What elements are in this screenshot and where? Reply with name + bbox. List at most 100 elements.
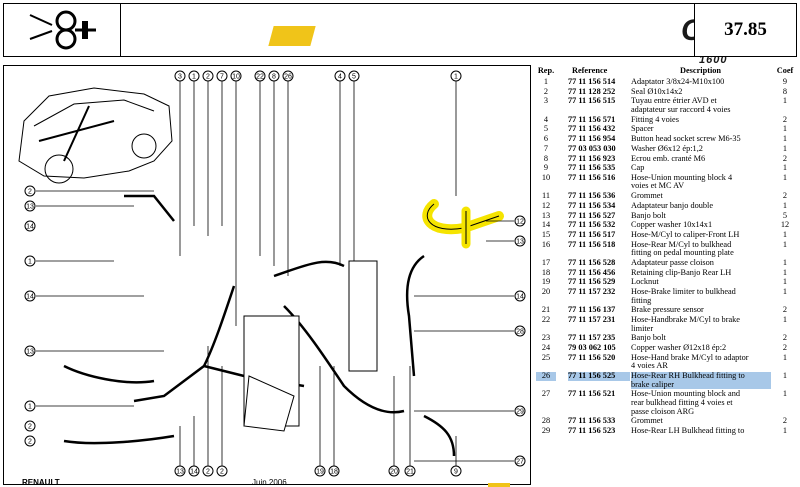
col-description: Description [680,66,722,75]
leader-lines [36,81,514,466]
row-coef: 1 [782,96,788,106]
row-description-line: Grommet [631,416,663,426]
row-description: Adaptateur banjo double [631,200,771,211]
row-rep: 8 [543,153,549,163]
callout-number: 2 [206,469,210,476]
row-coef: 5 [782,210,788,220]
row-rep: 4 [543,114,549,124]
row-coef: 1 [782,239,788,249]
row-description-line: Locknut [631,277,659,287]
row-rep: 21 [541,305,551,315]
callouts [24,70,526,477]
highlighted-hose-26 [422,199,504,249]
row-rep: 24 [541,343,551,353]
row-coef: 1 [782,426,788,435]
callout-number: 1 [28,404,32,411]
row-reference: 77 11 156 533 [568,416,616,426]
row-description-line: fitting [631,295,652,305]
row-rep: 23 [541,333,551,343]
row-rep: 25 [541,352,551,362]
row-rep: 11 [542,191,550,201]
row-reference: 77 11 156 523 [568,426,616,435]
row-reference: 77 03 053 030 [568,143,616,153]
callout-number: 2 [28,424,32,431]
row-coef: 2 [782,153,788,163]
row-description-line: Hose-Brake limiter to bulkhead [631,287,736,297]
row-description-line: Brake pressure sensor [631,305,704,315]
table-row: 8 77 11 156 923 Ecrou emb. cranté M6 2 [534,153,800,164]
row-coef: 1 [782,389,788,399]
row-rep: 1 [543,77,549,86]
row-description-line: rear bulkhead fitting 4 voies et [631,397,733,407]
row-description: Hose-Rear LH Bulkhead fitting to [631,426,771,436]
callout-number: 14 [190,469,198,476]
row-description-line: Hose-M/Cyl to caliper-Front LH [631,230,740,239]
row-reference: 77 11 156 520 [568,352,616,362]
model-banner: Clio SUPER 1600 [120,3,795,66]
row-coef: 1 [782,352,788,362]
row-description-line: Hose-Rear M/Cyl to bulkhead [631,239,732,249]
callout-number: 14 [26,224,34,231]
row-rep: 13 [541,210,551,220]
row-rep: 27 [541,389,551,399]
callout-number: 26 [284,74,292,81]
row-description-line: Fitting 4 voies [631,114,679,124]
row-rep: 14 [541,220,551,230]
row-rep: 6 [543,134,549,144]
row-description: Brake pressure sensor [631,306,771,315]
row-description-line: Hose-Union mounting block and [631,389,740,399]
callout-number: 14 [516,294,524,301]
row-coef: 1 [782,267,788,277]
row-coef: 1 [782,277,788,287]
row-coef: 1 [782,143,788,153]
col-reference: Reference [572,66,608,75]
row-reference: 77 11 156 923 [568,153,616,163]
car-outline [18,87,173,184]
callout-number: 2 [220,469,224,476]
callout-number: 28 [516,329,524,336]
row-description: Seal Ø10x14x2 [631,87,771,97]
table-row: 6 77 11 156 954 Button head socket screw M… [534,134,800,144]
row-rep: 15 [541,230,551,239]
row-reference: 77 11 156 535 [568,163,616,173]
row-rep: 20 [541,287,551,297]
row-rep: 7 [543,143,549,153]
callout-number: 5 [352,74,356,81]
row-description: Hose-M/Cyl to caliper-Front LH [631,230,771,240]
row-description: Cap [631,164,771,173]
row-description-line: Adaptateur banjo double [631,200,714,210]
row-description-line: Grommet [631,191,663,201]
callout-number: 1 [454,74,458,81]
row-reference: 77 11 156 534 [568,200,616,210]
col-coef: Coef [776,66,794,75]
table-row: 25 77 11 156 520 Hose-Hand brake M/Cyl to … [534,352,800,371]
row-rep: 10 [541,172,551,182]
row-rep: 28 [541,416,551,426]
row-reference: 77 11 156 954 [568,134,616,144]
row-description: Ecrou emb. cranté M6 [631,154,771,164]
callout-number: 18 [330,469,338,476]
row-description: Banjo bolt [631,211,771,221]
row-description-line: limiter [631,323,654,333]
row-description-line: Button head socket screw M6-35 [631,134,741,144]
row-description-line: Washer Ø6x12 ép:1,2 [631,143,703,153]
callout-number: 21 [406,469,414,476]
